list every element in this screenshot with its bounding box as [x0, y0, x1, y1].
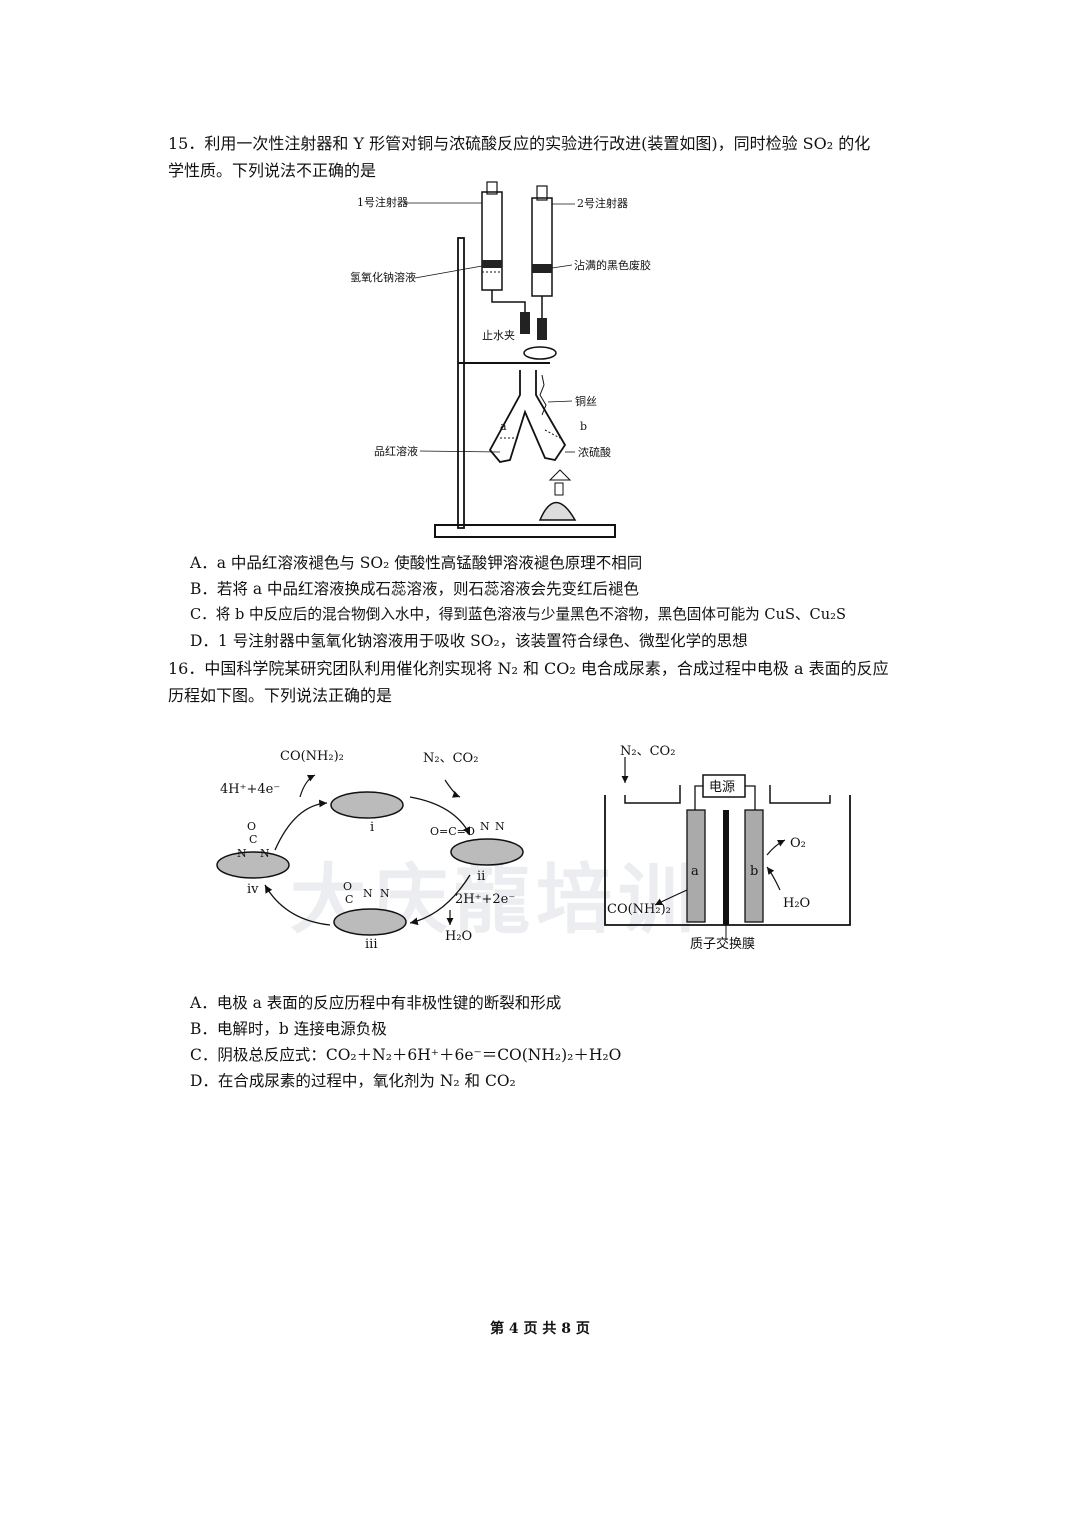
label-step-i: i	[370, 820, 374, 835]
label-conc-sulfuric-acid: 浓硫酸	[578, 445, 611, 459]
svg-text:O: O	[247, 820, 256, 833]
label-stopcock: 止水夹	[482, 329, 515, 342]
svg-text:N: N	[363, 887, 373, 900]
label-power-source: 电源	[709, 780, 735, 795]
q16-electrolysis-cell-figure: N₂、CO₂ 电源 O₂ CO(NH₂)₂ H₂O a b 质子交换膜	[604, 744, 851, 952]
label-arm-a: a	[500, 420, 507, 433]
q15-stem-line1: 15．利用一次性注射器和 Y 形管对铜与浓硫酸反应的实验进行改进(装置如图)，同…	[168, 134, 871, 153]
label-2h-2e: 2H⁺+2e⁻	[455, 892, 515, 907]
q16-reaction-cycle-figure: O C N N O=C=O N N O C N N CO(NH₂)₂ 4H⁺+4…	[216, 749, 524, 952]
label-cell-water: H₂O	[783, 896, 810, 911]
q15-stem-line2: 学性质。下列说法不正确的是	[168, 161, 377, 180]
q15-option-d[interactable]: D．1 号注射器中氢氧化钠溶液用于吸收 SO₂，该装置符合绿色、微型化学的思想	[190, 632, 748, 650]
q15-apparatus-figure: 1号注射器 2号注射器 氢氧化钠溶液 沾满的黑色废胶 止水夹 铜丝 品红溶液 浓…	[350, 181, 651, 538]
label-step-iv: iv	[247, 882, 259, 897]
label-cell-urea: CO(NH₂)₂	[607, 902, 671, 917]
label-syringe-1: 1号注射器	[357, 195, 408, 209]
catalyst-iv	[216, 851, 290, 879]
label-cycle-feed: N₂、CO₂	[423, 751, 478, 766]
label-o2: O₂	[790, 836, 806, 851]
svg-text:N: N	[480, 820, 490, 833]
label-water-out: H₂O	[445, 929, 472, 944]
label-step-ii: ii	[477, 869, 485, 884]
catalyst-iii	[333, 908, 407, 936]
q16-stem-line1: 16．中国科学院某研究团队利用催化剂实现将 N₂ 和 CO₂ 电合成尿素，合成过…	[168, 659, 889, 678]
page-footer: 第 4 页 共 8 页	[490, 1321, 590, 1337]
label-electrode-b: b	[750, 864, 758, 879]
catalyst-ii	[450, 838, 524, 866]
label-electrode-a: a	[691, 864, 699, 879]
q16-stem-line2: 历程如下图。下列说法正确的是	[168, 686, 393, 705]
q15-option-a[interactable]: A．a 中品红溶液褪色与 SO₂ 使酸性高锰酸钾溶液褪色原理不相同	[190, 554, 643, 572]
svg-text:N: N	[495, 820, 505, 833]
svg-text:C: C	[249, 833, 257, 846]
q16-option-b[interactable]: B．电解时，b 连接电源负极	[190, 1020, 387, 1038]
label-syringe-2: 2号注射器	[577, 196, 628, 210]
label-arm-b: b	[580, 420, 587, 433]
svg-text:C: C	[345, 893, 353, 906]
svg-text:N: N	[260, 847, 270, 860]
label-cell-feed: N₂、CO₂	[620, 744, 675, 759]
q16-option-c[interactable]: C．阴极总反应式：CO₂＋N₂＋6H⁺＋6e⁻＝CO(NH₂)₂＋H₂O	[190, 1046, 622, 1064]
catalyst-i	[330, 791, 404, 819]
label-step-iii: iii	[365, 937, 377, 952]
q15-option-b[interactable]: B．若将 a 中品红溶液换成石蕊溶液，则石蕊溶液会先变红后褪色	[190, 580, 639, 598]
q16-option-a[interactable]: A．电极 a 表面的反应历程中有非极性键的断裂和形成	[190, 994, 562, 1012]
q15-option-c[interactable]: C．将 b 中反应后的混合物倒入水中，得到蓝色溶液与少量黑色不溶物，黑色固体可能…	[190, 606, 846, 623]
svg-text:O: O	[343, 880, 352, 893]
question-16-stem: 16．中国科学院某研究团队利用催化剂实现将 N₂ 和 CO₂ 电合成尿素，合成过…	[168, 655, 928, 709]
label-copper-wire: 铜丝	[575, 394, 597, 408]
label-4h-4e: 4H⁺+4e⁻	[220, 782, 280, 797]
question-15-stem: 15．利用一次性注射器和 Y 形管对铜与浓硫酸反应的实验进行改进(装置如图)，同…	[168, 130, 928, 184]
svg-text:N: N	[237, 847, 247, 860]
q16-option-d[interactable]: D．在合成尿素的过程中，氧化剂为 N₂ 和 CO₂	[190, 1072, 516, 1090]
label-membrane: 质子交换膜	[690, 936, 755, 952]
label-naoh-solution: 氢氧化钠溶液	[350, 270, 416, 284]
label-pinhong-solution: 品红溶液	[374, 444, 418, 458]
svg-text:N: N	[380, 887, 390, 900]
label-urea-out: CO(NH₂)₂	[280, 749, 344, 764]
svg-text:O=C=O: O=C=O	[430, 825, 475, 838]
label-rubber: 沾满的黑色废胶	[574, 258, 651, 272]
